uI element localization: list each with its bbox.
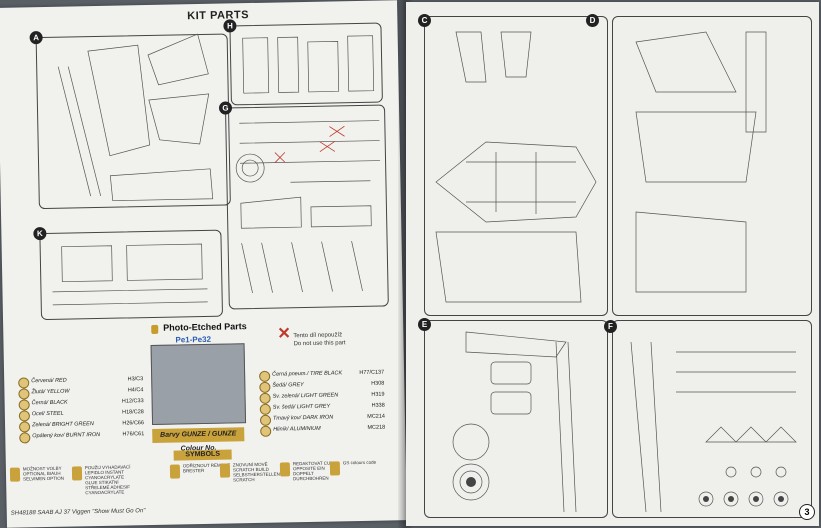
sprue-c [424,16,608,316]
sprue-f [612,320,812,518]
optional-symbol-icon [9,467,21,482]
sprue-label-d: D [586,14,599,27]
remove-symbol-icon [169,464,181,479]
photo-etched-title: Photo-Etched Parts [163,321,247,333]
page-number: 3 [799,504,815,520]
colour-code-symbol-icon [329,461,341,476]
sprue-label-e: E [418,318,431,331]
sprue-label-f: F [604,320,617,333]
symbols-title: SYMBOLS [173,449,232,461]
do-not-use-note: Tento díl nepoužíž Do not use this part [293,331,345,348]
right-parts-drawing [435,31,797,513]
sprue-label-c: C [418,14,431,27]
colour-swatch-icon [259,370,271,382]
photo-etched-icon [151,324,159,334]
colour-swatch-icon [259,403,271,415]
right-page: C D E F [406,2,819,526]
colour-swatch-icon [259,381,271,393]
colour-swatch-icon [259,392,271,404]
symbol-item: REDAKTOVAT CUT OPPOSITE EIN DOPPELT DURC… [279,461,333,489]
scratch-build-symbol-icon [219,463,231,478]
left-page: KIT PARTS A H G K [0,0,407,528]
glue-symbol-icon [71,466,83,481]
sprue-e [424,320,608,518]
colour-swatch-icon [19,432,31,444]
do-not-use-icon: ✕ [277,325,291,343]
symbol-item: MOŽNOST VOLBY OPTIONAL BIAUH SELVIMEN OP… [9,466,64,494]
colour-swatch-icon [18,388,30,400]
colour-swatch-icon [18,399,30,411]
symbol-item: POUŽIJ VYHADAVACÍ LEPIDLO INSTANT CYANOA… [71,464,131,495]
do-not-use-line-2: Do not use this part [293,340,346,348]
symbol-item: ZNOVUNÍ MOVĚ SCRATCH BUILD SELBSTHERSTEL… [219,462,280,490]
colour-swatch-icon [259,414,272,426]
symbol-item: GS colours code [329,460,376,488]
gunze-colour-bar: Barvy GUNZE / GUNZE Colour No. [152,427,245,452]
drill-symbol-icon [279,462,291,477]
colour-swatch-icon [260,425,272,437]
colour-swatch-icon [18,377,30,389]
sprue-d [612,16,812,316]
symbol-item: ODŘÍZNOUT REMOVE BRESTER [169,462,230,491]
colour-swatch-icon [18,410,30,422]
left-parts-drawing [52,33,381,306]
colour-swatch-icon [18,421,31,433]
photo-etched-fret [150,343,247,425]
